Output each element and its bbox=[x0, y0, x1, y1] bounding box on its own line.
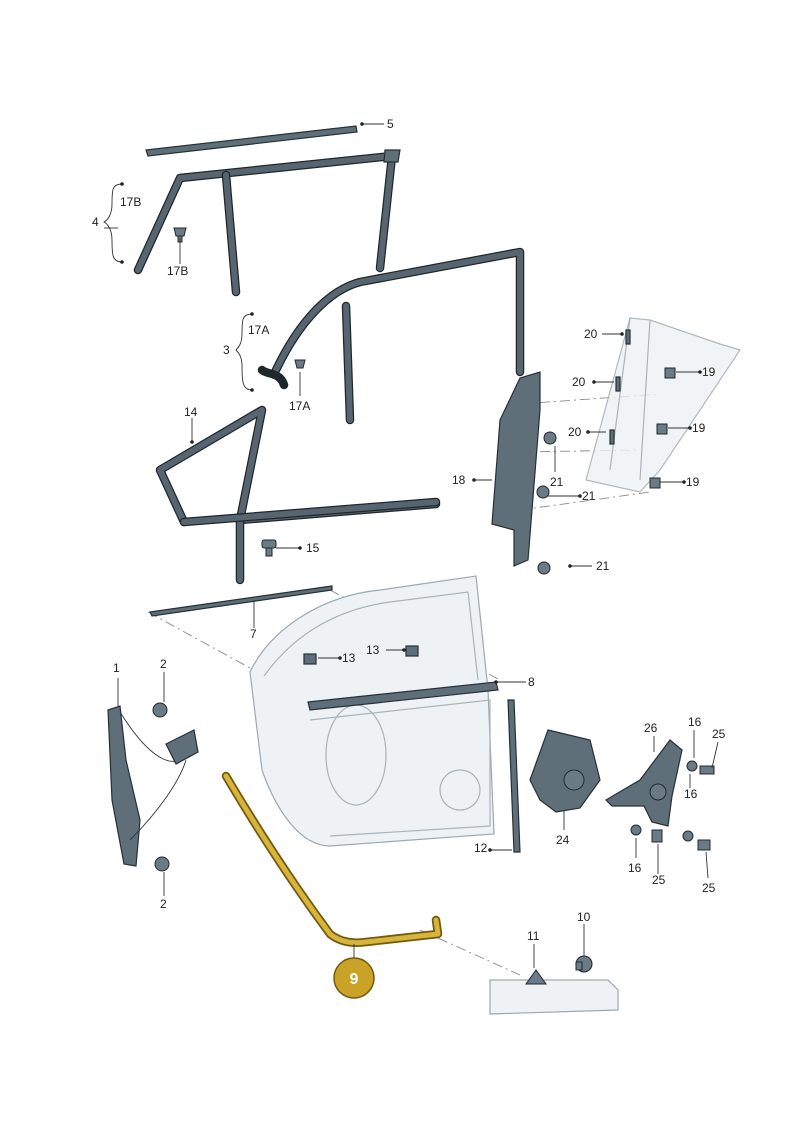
sill-ghost bbox=[489, 979, 619, 1015]
washers-16-bolts-25 bbox=[630, 760, 715, 851]
label-17b-top: 17B bbox=[120, 195, 141, 209]
nuts-2 bbox=[152, 702, 170, 872]
label-16-mid: 16 bbox=[684, 787, 698, 801]
label-12: 12 bbox=[474, 841, 488, 855]
clip-13 bbox=[303, 645, 419, 665]
label-20-mid: 20 bbox=[572, 375, 586, 389]
label-2-bottom: 2 bbox=[160, 897, 167, 911]
label-19-bottom: 19 bbox=[686, 475, 700, 489]
label-19-mid: 19 bbox=[692, 421, 706, 435]
part-5-window-strip bbox=[145, 125, 358, 157]
label-15: 15 bbox=[306, 541, 320, 555]
label-16-top: 16 bbox=[688, 715, 702, 729]
part-24-window-motor bbox=[529, 729, 601, 813]
label-11: 11 bbox=[527, 929, 540, 943]
part-8-waist-seal bbox=[307, 681, 499, 711]
label-8: 8 bbox=[528, 675, 535, 689]
label-20-top: 20 bbox=[584, 327, 598, 341]
label-10: 10 bbox=[577, 910, 591, 924]
label-13-left: 13 bbox=[342, 651, 356, 665]
part-7-inner-strip bbox=[149, 585, 333, 617]
bolt-15 bbox=[261, 539, 277, 557]
part-1-window-regulator bbox=[107, 705, 199, 867]
part-labels: 5 4 17B 17B 17A 3 17A 14 15 7 13 13 8 12… bbox=[92, 117, 726, 943]
clip-17a bbox=[294, 359, 306, 369]
part-14-quarter-frame bbox=[155, 405, 441, 585]
label-5: 5 bbox=[387, 117, 394, 131]
label-7: 7 bbox=[250, 627, 257, 641]
leader-dots bbox=[120, 122, 702, 852]
clip-11 bbox=[525, 969, 547, 985]
label-26: 26 bbox=[644, 721, 658, 735]
door-shell-ghost bbox=[249, 575, 495, 847]
label-16-bottom: 16 bbox=[628, 861, 642, 875]
label-3: 3 bbox=[223, 343, 230, 357]
label-14: 14 bbox=[184, 405, 198, 419]
part-9-lower-seal-highlighted[interactable] bbox=[221, 771, 443, 947]
body-pillar-ghost bbox=[585, 317, 741, 493]
screws-21 bbox=[536, 431, 557, 575]
label-25-mid: 25 bbox=[652, 873, 666, 887]
label-17a-top: 17A bbox=[248, 323, 269, 337]
label-17a-bottom: 17A bbox=[289, 399, 310, 413]
label-21-mid: 21 bbox=[582, 489, 596, 503]
nuts-19 bbox=[649, 367, 676, 489]
label-2-top: 2 bbox=[160, 657, 167, 671]
callout-9-label: 9 bbox=[350, 971, 359, 988]
label-24: 24 bbox=[556, 833, 570, 847]
label-18: 18 bbox=[452, 473, 466, 487]
label-21-top: 21 bbox=[550, 475, 564, 489]
label-1: 1 bbox=[113, 661, 120, 675]
callout-9-badge[interactable] bbox=[333, 957, 375, 999]
part-12-vertical-seal bbox=[507, 699, 521, 853]
clips-20 bbox=[609, 329, 631, 445]
label-21-bottom: 21 bbox=[596, 559, 610, 573]
label-13-right: 13 bbox=[366, 643, 380, 657]
part-18-pillar-trim bbox=[491, 371, 541, 567]
label-25-bottom: 25 bbox=[702, 881, 716, 895]
part-3-window-channel bbox=[257, 247, 525, 425]
label-4: 4 bbox=[92, 215, 99, 229]
leader-lines bbox=[102, 123, 719, 968]
label-20-bottom: 20 bbox=[568, 425, 582, 439]
part-26-motor-bracket bbox=[605, 739, 683, 827]
part-4-frame-seal bbox=[133, 149, 401, 297]
callout-9[interactable]: 9 bbox=[333, 957, 375, 999]
clip-10 bbox=[575, 955, 593, 973]
label-19-top: 19 bbox=[702, 365, 716, 379]
label-17b-bottom: 17B bbox=[167, 264, 188, 278]
label-25-top: 25 bbox=[712, 727, 726, 741]
